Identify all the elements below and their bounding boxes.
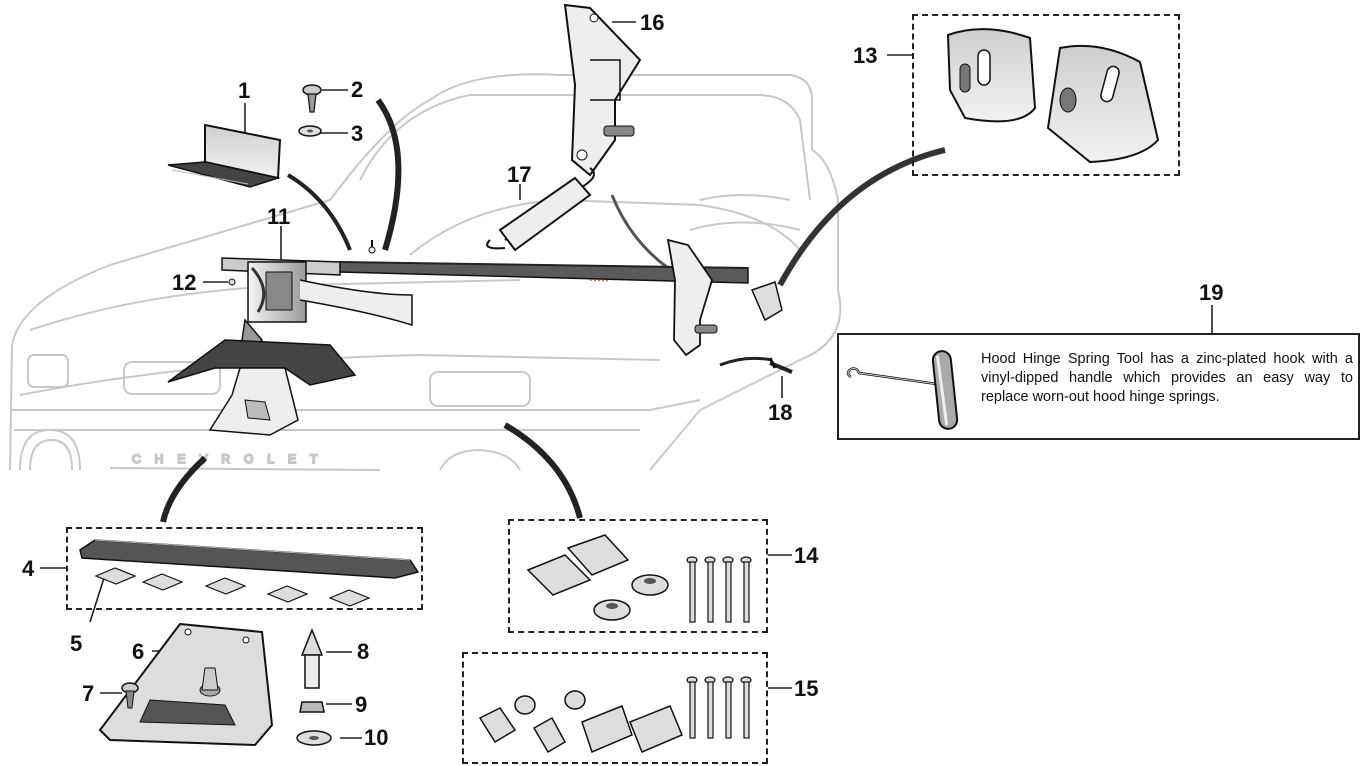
part-3-washer [298, 125, 322, 137]
callout-5: 5 [70, 631, 83, 656]
latch-support-bracket [167, 339, 357, 436]
callout-7: 7 [82, 681, 95, 706]
tool-description: Hood Hinge Spring Tool has a zinc-plated… [981, 351, 1353, 405]
part-2-screw [302, 84, 322, 113]
spring-tool-illustration [846, 350, 959, 430]
part-11-hood-latch [221, 257, 413, 357]
callout-16: 16 [640, 10, 665, 35]
part-14-box [508, 519, 768, 633]
callout-13: 13 [853, 43, 878, 68]
part-17-spring [486, 167, 595, 252]
part-4-5-box [66, 527, 423, 610]
callout-14: 14 [794, 543, 819, 568]
chevrolet-lettering: CHEVROLET [132, 452, 331, 466]
part-13-hood-bumpers [946, 28, 1160, 164]
part-1-weatherstrip [167, 123, 282, 188]
part-15-box [462, 652, 768, 764]
part-4-latch-plate-strip [79, 539, 420, 579]
part-14-hinge-pads-and-rivets [526, 534, 752, 623]
part-7-screw [121, 682, 139, 709]
callout-2: 2 [351, 77, 364, 102]
leader-lines [40, 21, 1213, 739]
callout-6: 6 [132, 639, 145, 664]
callout-15: 15 [794, 676, 819, 701]
part-8-striker-bolt [300, 627, 324, 689]
part-18-bolt [768, 357, 793, 374]
part-10-washer [296, 730, 332, 746]
hood-bumper-installed [750, 281, 783, 322]
callout-3: 3 [351, 121, 364, 146]
callout-10: 10 [364, 725, 389, 750]
part-16-hood-hinge [563, 3, 642, 177]
callout-19: 19 [1199, 280, 1224, 305]
callout-4: 4 [22, 556, 35, 581]
hinge-installed [666, 238, 718, 357]
callout-12: 12 [172, 270, 197, 295]
callout-8: 8 [357, 639, 370, 664]
leader-arcs [160, 98, 946, 523]
callout-9: 9 [355, 692, 368, 717]
callout-17: 17 [507, 162, 532, 187]
part-19-tool-box: Hood Hinge Spring Tool has a zinc-plated… [837, 333, 1360, 440]
part-13-box [912, 14, 1180, 176]
part-5-clips [94, 567, 371, 607]
part-9-nut [299, 701, 325, 713]
callout-11: 11 [267, 204, 291, 229]
callout-1: 1 [238, 78, 251, 103]
part-15-clips-and-rivets [478, 676, 752, 754]
part-6-catch-bracket [98, 622, 274, 747]
callout-18: 18 [768, 400, 793, 425]
